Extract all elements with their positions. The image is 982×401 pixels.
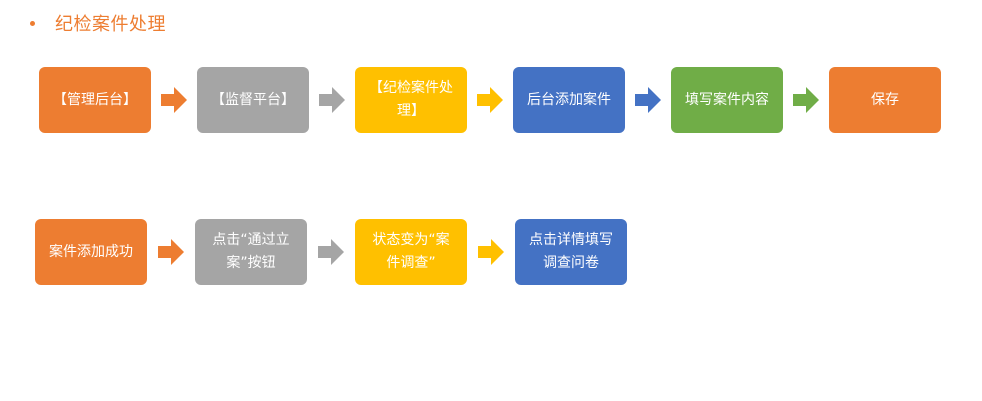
step-1-5: 填写案件内容 bbox=[671, 67, 783, 133]
arrow-right-icon bbox=[793, 87, 819, 113]
step-1-4: 后台添加案件 bbox=[513, 67, 625, 133]
step-1-6: 保存 bbox=[829, 67, 941, 133]
step-1-1: 【管理后台】 bbox=[39, 67, 151, 133]
step-1-2: 【监督平台】 bbox=[197, 67, 309, 133]
arrow-right-icon bbox=[635, 87, 661, 113]
step-2-1: 案件添加成功 bbox=[35, 219, 147, 285]
arrow-right-icon bbox=[319, 87, 345, 113]
arrow-right-icon bbox=[158, 239, 184, 265]
arrow-right-icon bbox=[161, 87, 187, 113]
arrow-right-icon bbox=[318, 239, 344, 265]
step-2-3: 状态变为“案件调查” bbox=[355, 219, 467, 285]
arrow-right-icon bbox=[477, 87, 503, 113]
bullet-dot bbox=[30, 20, 35, 26]
arrow-right-icon bbox=[478, 239, 504, 265]
step-2-2: 点击“通过立案”按钮 bbox=[195, 219, 307, 285]
slide-header: 纪检案件处理 bbox=[30, 10, 166, 36]
step-1-3: 【纪检案件处理】 bbox=[355, 67, 467, 133]
step-2-4: 点击详情填写调查问卷 bbox=[515, 219, 627, 285]
page-title: 纪检案件处理 bbox=[55, 14, 166, 35]
